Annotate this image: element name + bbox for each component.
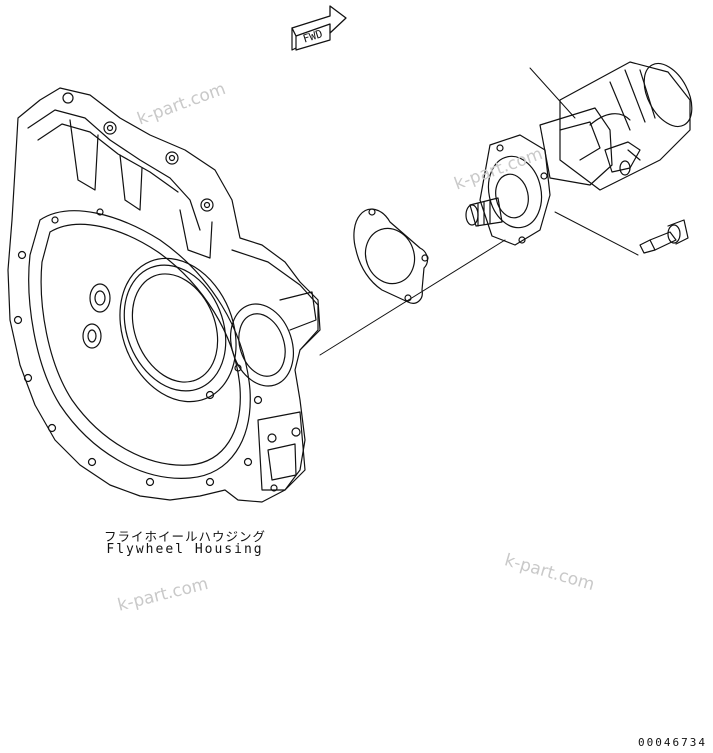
housing-label-japanese: フライホイールハウジング bbox=[103, 529, 266, 544]
flywheel-housing bbox=[7, 87, 321, 503]
motor-leader-line bbox=[529, 67, 576, 119]
housing-label-english: Flywheel Housing bbox=[106, 542, 264, 557]
fwd-arrow-icon: FWD bbox=[291, 5, 347, 51]
mounting-bolt bbox=[554, 211, 689, 256]
starting-motor bbox=[465, 61, 693, 246]
fwd-text: FWD bbox=[301, 27, 324, 46]
gasket bbox=[353, 208, 429, 304]
leader-line bbox=[319, 239, 506, 356]
drawing-number: 00046734 bbox=[638, 736, 707, 749]
